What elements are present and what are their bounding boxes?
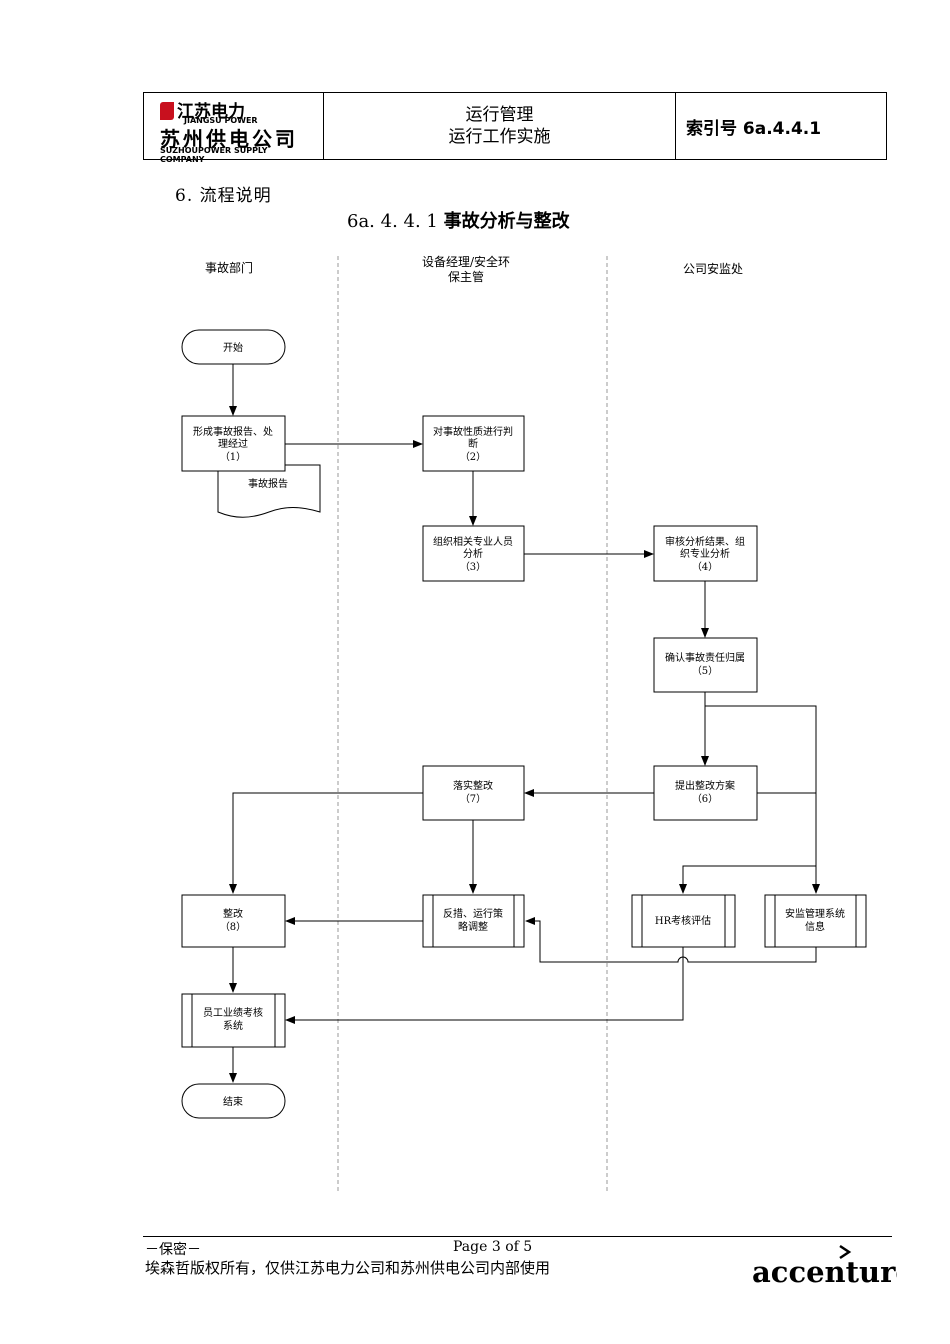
safety-line1: 安监管理系统 (785, 907, 845, 920)
header-index-label: 索引号 6a.4.4.1 (686, 118, 822, 139)
n7-line1: 落实整改 (453, 779, 493, 792)
n1-line2: 理经过 (218, 437, 248, 450)
safety-line2: 信息 (805, 920, 825, 933)
header-index-cell: 索引号 6a.4.4.1 (676, 93, 886, 159)
n8-line2: （8） (220, 921, 246, 933)
n2-line1: 对事故性质进行判 (433, 425, 513, 438)
arrow-hr-staff (285, 947, 684, 1024)
end-node: 结束 (181, 1083, 286, 1119)
start-node: 开始 (181, 329, 286, 365)
footer-copyright: 埃森哲版权所有，仅供江苏电力公司和苏州供电公司内部使用 (145, 1259, 551, 1277)
process-node-4: 审核分析结果、组 织专业分析 （4） (653, 525, 758, 582)
staff-line2: 系统 (223, 1019, 243, 1032)
lane-header-1: 事故部门 (205, 260, 253, 275)
feedback-line1: 反措、运行策 (443, 907, 503, 920)
process-node-2: 对事故性质进行判 断 （2） (422, 415, 525, 472)
n3-line3: （3） (460, 561, 486, 573)
safety-system-node: 安监管理系统 信息 (764, 894, 867, 948)
n3-line1: 组织相关专业人员 (433, 535, 513, 548)
n7-line2: （7） (460, 793, 486, 805)
section-heading: 6. 流程说明 (175, 186, 272, 206)
document-label: 事故报告 (248, 477, 288, 490)
logo-line3: 苏州供电公司 (160, 127, 298, 151)
n4-line2: 织专业分析 (680, 547, 730, 560)
n2-line2: 断 (468, 437, 478, 450)
figure-number: 6a. 4. 4. 1 (347, 211, 438, 232)
end-label: 结束 (223, 1095, 243, 1108)
lane-header-3: 公司安监处 (683, 261, 743, 276)
feedback-line2: 略调整 (458, 920, 488, 933)
footer-rule (143, 1236, 892, 1237)
accenture-logo: accenture (752, 1244, 897, 1288)
company-logo: 江苏电力 JIANGSU POWER 苏州供电公司 SUZHOUPOWER SU… (160, 97, 306, 164)
document-node: 事故报告 (217, 464, 321, 518)
figure-title-text: 事故分析与整改 (443, 211, 570, 232)
header-title-line2: 运行工作实施 (448, 127, 551, 147)
logo-mark-icon (160, 102, 174, 120)
n3-line2: 分析 (463, 547, 483, 560)
lane-header-2-line1: 设备经理/安全环 (422, 254, 510, 269)
footer-page-number: Page 3 of 5 (453, 1239, 533, 1255)
start-label: 开始 (223, 341, 243, 354)
accenture-chevron-icon (839, 1244, 852, 1260)
logo-line2: JIANGSU POWER (184, 116, 258, 125)
n2-line3: （2） (460, 451, 486, 463)
arrow-n7-n8 (229, 792, 423, 894)
logo-text-cn: 江苏电力 (177, 102, 245, 122)
footer-confidential: －保密－ (145, 1242, 201, 1258)
logo-line1: 江苏电力 (160, 97, 245, 122)
n1-line3: （1） (220, 451, 246, 463)
header-logo-cell: 江苏电力 JIANGSU POWER 苏州供电公司 SUZHOUPOWER SU… (144, 93, 324, 164)
process-node-3: 组织相关专业人员 分析 （3） (422, 525, 525, 582)
hr-label: HR考核评估 (655, 914, 711, 927)
process-node-6: 提出整改方案 （6） (653, 765, 758, 821)
logo-line4: SUZHOUPOWER SUPPLY COMPANY (160, 146, 268, 164)
n6-line1: 提出整改方案 (675, 779, 735, 792)
arrow-n5-safety (705, 705, 820, 894)
feedback-node: 反措、运行策 略调整 (422, 894, 525, 948)
n5-line2: （5） (692, 665, 718, 677)
n6-line2: （6） (692, 793, 718, 805)
header-title-line1: 运行管理 (465, 105, 534, 125)
accenture-wordmark: accenture (752, 1255, 897, 1288)
figure-title: 6a. 4. 4. 1 事故分析与整改 (347, 207, 570, 233)
process-node-1: 形成事故报告、处 理经过 （1） (181, 415, 286, 472)
arrow-to-hr (679, 865, 816, 894)
n5-line1: 确认事故责任归属 (665, 651, 745, 664)
n4-line1: 审核分析结果、组 (665, 535, 745, 548)
lane-header-2-line2: 保主管 (448, 269, 484, 284)
hr-node: HR考核评估 (631, 894, 736, 948)
staff-line1: 员工业绩考核 (203, 1006, 263, 1019)
arrow-safety-feedback (525, 917, 817, 963)
process-node-7: 落实整改 （7） (422, 765, 525, 821)
process-node-5: 确认事故责任归属 （5） (653, 637, 758, 693)
n8-line1: 整改 (223, 907, 243, 920)
n4-line3: （4） (692, 561, 718, 573)
process-node-8: 整改 （8） (181, 894, 286, 948)
header-title-cell: 运行管理 运行工作实施 (324, 93, 676, 159)
n1-line1: 形成事故报告、处 (193, 425, 273, 438)
header-table: 江苏电力 JIANGSU POWER 苏州供电公司 SUZHOUPOWER SU… (143, 92, 887, 164)
staff-system-node: 员工业绩考核 系统 (181, 993, 286, 1048)
